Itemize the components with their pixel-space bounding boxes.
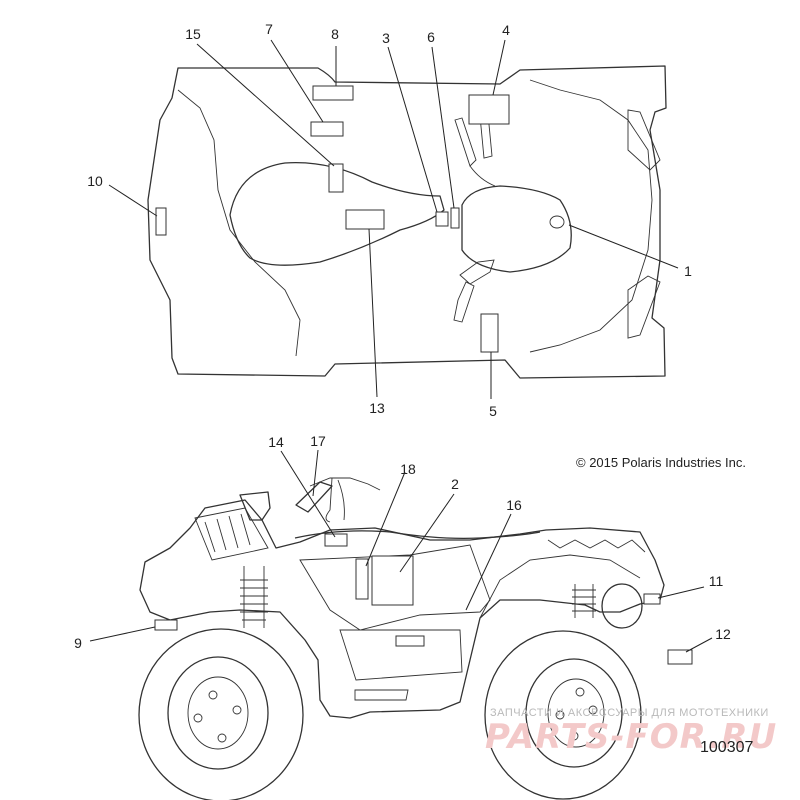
- callout-8: 8: [331, 26, 339, 42]
- callout-7: 7: [265, 21, 273, 37]
- decal-2: [371, 555, 414, 606]
- front-fender-ribs: [547, 539, 646, 553]
- decal-12: [667, 649, 693, 665]
- callout-14: 14: [268, 434, 284, 450]
- leader-lines: [89, 39, 713, 653]
- callout-10: 10: [87, 173, 103, 189]
- callout-17: 17: [310, 433, 326, 449]
- callout-12: 12: [715, 626, 731, 642]
- callout-5: 5: [489, 403, 497, 419]
- side-panel: [299, 544, 491, 631]
- top-front-vent-lower: [627, 275, 661, 339]
- decal-13: [345, 209, 385, 230]
- top-front-vent-upper: [627, 109, 661, 171]
- decal-7: [310, 121, 344, 137]
- top-front-fender-inner: [529, 79, 653, 353]
- copyright-notice: © 2015 Polaris Industries Inc.: [576, 455, 746, 470]
- watermark-brand: PARTS-FOR.RU: [485, 717, 777, 757]
- callout-3: 3: [382, 30, 390, 46]
- top-fuel-tank: [461, 185, 572, 273]
- decal-15: [328, 163, 344, 193]
- callout-4: 4: [502, 22, 510, 38]
- top-seat: [229, 162, 445, 266]
- callout-1: 1: [684, 263, 692, 279]
- callout-18: 18: [400, 461, 416, 477]
- decal-footwell: [395, 635, 425, 647]
- rear-wheel: [138, 628, 304, 800]
- callout-numbers: 1 2 3 4 5 6 7 8 9 10 11 12 13 14 15 16 1…: [74, 21, 731, 651]
- decal-8: [312, 85, 354, 101]
- front-shock-spring: [572, 584, 596, 618]
- decal-9: [154, 619, 178, 631]
- callout-16: 16: [506, 497, 522, 513]
- callout-11: 11: [709, 573, 724, 589]
- decal-4: [468, 94, 510, 125]
- top-handlebar-right: [453, 259, 495, 323]
- top-fuel-cap: [549, 215, 565, 229]
- top-handlebar-left: [454, 113, 496, 187]
- front-fender-edge: [479, 554, 641, 619]
- rear-shock-spring: [240, 566, 268, 628]
- decal-10: [155, 207, 167, 236]
- top-rear-fender-inner: [177, 89, 301, 357]
- atv-side-view: [138, 477, 693, 800]
- atv-top-view: [147, 65, 667, 379]
- side-seat: [294, 530, 541, 540]
- diagram-id: 100307: [700, 739, 753, 756]
- side-windscreen: [295, 481, 333, 513]
- decal-14: [324, 533, 348, 547]
- callout-6: 6: [427, 29, 435, 45]
- decal-11: [643, 593, 661, 605]
- decal-6: [450, 207, 460, 229]
- rear-stack: [239, 491, 271, 521]
- callout-9: 9: [74, 635, 82, 651]
- watermark: ЗАПЧАСТИ И АКСЕССУАРЫ ДЛЯ МОТОТЕХНИКИ PA…: [485, 707, 777, 757]
- decal-5: [480, 313, 499, 353]
- decal-3: [435, 211, 449, 227]
- front-headlight-housing: [601, 583, 643, 629]
- side-body-outline: [139, 499, 665, 719]
- top-body-outline: [147, 65, 667, 379]
- decal-18: [355, 558, 369, 600]
- side-handlebar: [309, 477, 381, 523]
- front-wheel: [484, 630, 642, 800]
- rear-rack: [194, 507, 269, 561]
- watermark-tagline: ЗАПЧАСТИ И АКСЕССУАРЫ ДЛЯ МОТОТЕХНИКИ: [490, 707, 769, 719]
- callout-2: 2: [451, 476, 459, 492]
- callout-15: 15: [185, 26, 201, 42]
- callout-13: 13: [369, 400, 385, 416]
- side-footwell: [339, 629, 463, 701]
